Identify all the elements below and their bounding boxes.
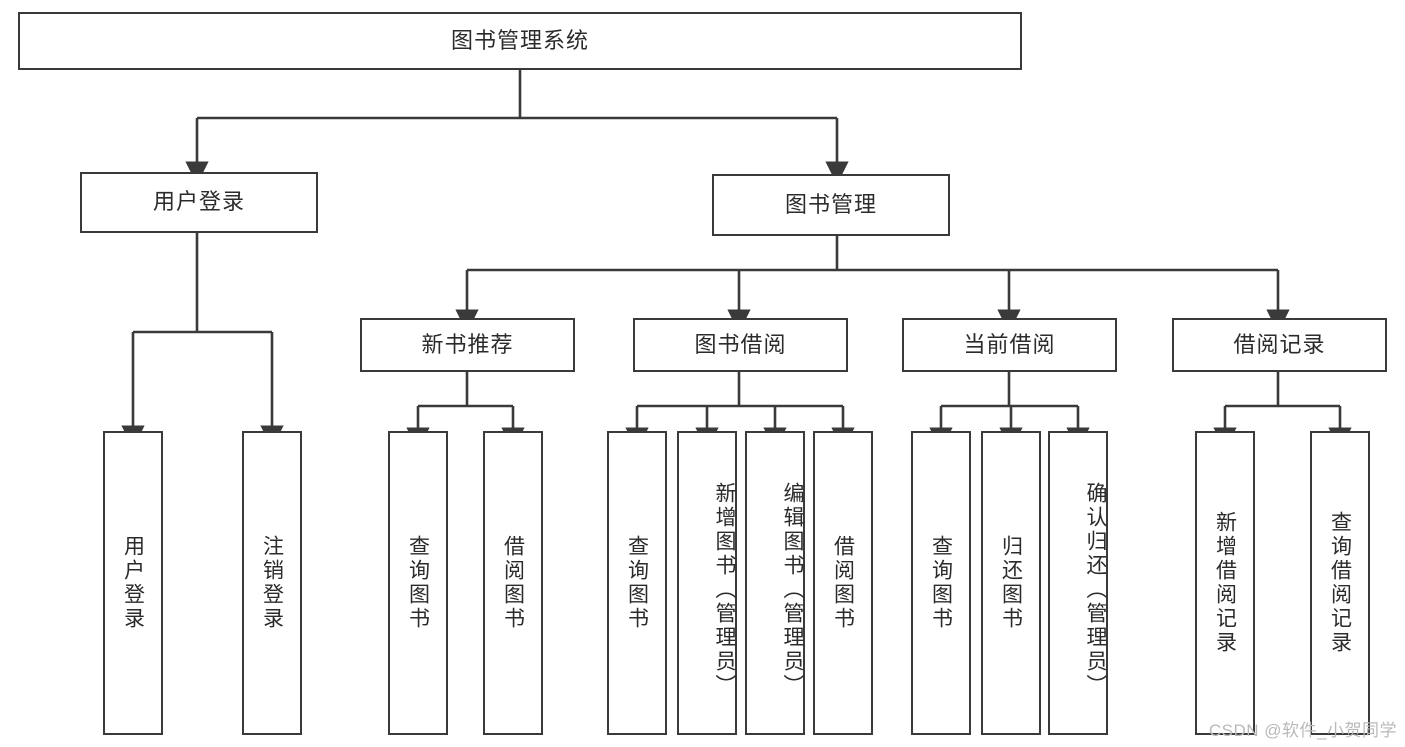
- node-label: 查询图书: [929, 535, 953, 631]
- node-book-borrow[interactable]: 图书借阅: [633, 318, 848, 372]
- leaf-user-login-logout[interactable]: 注销登录: [242, 431, 302, 735]
- node-label: 新书推荐: [421, 331, 514, 357]
- node-root-book-management-system[interactable]: 图书管理系统: [18, 12, 1022, 70]
- node-new-book-recommend[interactable]: 新书推荐: [360, 318, 575, 372]
- node-label: 借阅图书: [501, 535, 525, 631]
- node-label: 图书管理系统: [450, 27, 589, 53]
- leaf-book-borrow-borrow-book[interactable]: 借阅图书: [813, 431, 873, 735]
- leaf-new-book-borrow-book[interactable]: 借阅图书: [483, 431, 543, 735]
- node-label: 图书借阅: [694, 331, 787, 357]
- node-label: 新增借阅记录: [1213, 511, 1237, 655]
- node-label: 借阅图书: [831, 535, 855, 631]
- leaf-new-book-query-book[interactable]: 查询图书: [388, 431, 448, 735]
- node-label: 归还图书: [999, 535, 1023, 631]
- node-current-borrow[interactable]: 当前借阅: [902, 318, 1117, 372]
- node-label: 借阅记录: [1233, 331, 1326, 357]
- node-label: 用户登录: [121, 535, 145, 631]
- node-book-management[interactable]: 图书管理: [712, 174, 950, 236]
- leaf-current-borrow-return-book[interactable]: 归还图书: [981, 431, 1041, 735]
- node-borrow-record[interactable]: 借阅记录: [1172, 318, 1387, 372]
- node-label: 当前借阅: [963, 331, 1056, 357]
- node-label: 图书管理: [784, 191, 877, 217]
- leaf-borrow-record-add-record[interactable]: 新增借阅记录: [1195, 431, 1255, 735]
- node-label: 用户登录: [152, 189, 245, 215]
- leaf-current-borrow-query-book[interactable]: 查询图书: [911, 431, 971, 735]
- leaf-user-login-login[interactable]: 用户登录: [103, 431, 163, 735]
- node-user-login[interactable]: 用户登录: [80, 172, 318, 233]
- leaf-book-borrow-edit-book-admin[interactable]: 编辑图书（管理员）: [745, 431, 805, 735]
- watermark-text: CSDN @软件_小贺同学: [1208, 721, 1397, 740]
- node-label: 查询图书: [406, 535, 430, 631]
- node-label: 编辑图书（管理员）: [781, 482, 804, 698]
- leaf-current-borrow-confirm-return-admin[interactable]: 确认归还（管理员）: [1048, 431, 1108, 735]
- leaf-book-borrow-query-book[interactable]: 查询图书: [607, 431, 667, 735]
- node-label: 确认归还（管理员）: [1084, 482, 1107, 698]
- node-label: 查询借阅记录: [1328, 511, 1352, 655]
- leaf-book-borrow-add-book-admin[interactable]: 新增图书（管理员）: [677, 431, 737, 735]
- node-label: 查询图书: [625, 535, 649, 631]
- leaf-borrow-record-query-record[interactable]: 查询借阅记录: [1310, 431, 1370, 735]
- node-label: 注销登录: [260, 535, 284, 631]
- node-label: 新增图书（管理员）: [713, 482, 736, 698]
